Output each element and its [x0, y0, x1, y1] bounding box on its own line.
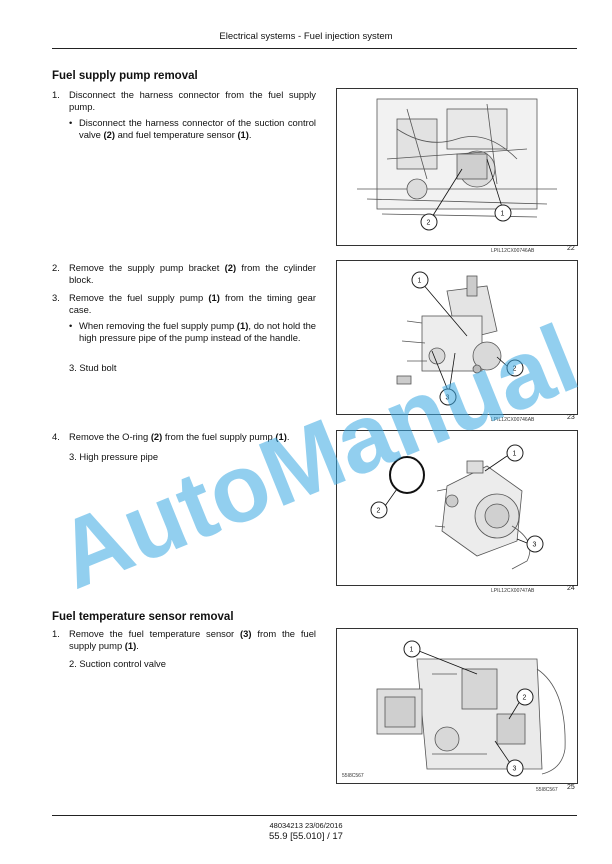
step-number: 3.	[52, 292, 60, 303]
figure-caption: LPIL12CX00746AB	[491, 248, 535, 254]
step-1: 1. Disconnect the harness connector from…	[52, 89, 316, 112]
footer-doc-id: 48034213 23/06/2016	[269, 821, 343, 830]
step-text: Remove the supply pump bracket (2) from …	[69, 262, 316, 285]
callout-label: 1	[410, 647, 414, 654]
step-text: Remove the fuel temperature sensor (3) f…	[69, 628, 316, 651]
step-1-bullet: • Disconnect the harness connector of th…	[69, 117, 316, 140]
engine-illustration: 2 1	[357, 98, 557, 231]
figure-number: 24	[567, 585, 575, 592]
step-text: Disconnect the harness connector from th…	[69, 89, 316, 112]
figure-number: 25	[567, 784, 575, 791]
callout-label: 2	[427, 220, 431, 227]
step-number: 1.	[52, 89, 60, 100]
inner-figure-caption: 55I8C567	[342, 773, 364, 779]
sensor-step-1: 1. Remove the fuel temperature sensor (3…	[52, 628, 316, 651]
figure-caption: LPIL12CX00747AB	[491, 588, 535, 594]
step-3-note: 3. Stud bolt	[69, 362, 117, 373]
figure-22-engine-harness: 2 1	[336, 88, 578, 246]
figure-25-temperature-sensor: 1 2 3 55I8C567	[336, 628, 578, 784]
callout-label: 1	[501, 211, 505, 218]
page-header-title: Electrical systems - Fuel injection syst…	[219, 31, 393, 42]
step-4: 4. Remove the O-ring (2) from the fuel s…	[52, 431, 316, 443]
bullet-mark: •	[69, 117, 73, 128]
section-title-fuel-temperature-sensor-removal: Fuel temperature sensor removal	[52, 611, 234, 623]
figure-24-o-ring: 1 2 3	[336, 430, 578, 586]
step-text: Remove the O-ring (2) from the fuel supp…	[69, 431, 290, 442]
callout-label: 3	[533, 542, 537, 549]
figure-caption: 55I8C567	[536, 787, 558, 793]
step-number: 2.	[52, 262, 60, 273]
callout-label: 2	[523, 695, 527, 702]
callout-label: 2	[377, 508, 381, 515]
figure-23-pump-bracket: 1 2 3	[336, 260, 578, 415]
bullet-text: Disconnect the harness connector of the …	[79, 117, 316, 140]
figure-caption: LPIL12CX00746AB	[491, 417, 535, 423]
step-3-bullet: • When removing the fuel supply pump (1)…	[69, 320, 316, 343]
step-4-note: 3. High pressure pipe	[69, 451, 159, 462]
footer-rule	[52, 815, 577, 816]
bullet-mark: •	[69, 320, 73, 331]
step-number: 1.	[52, 628, 60, 639]
callout-label: 3	[446, 395, 450, 402]
step-text: Remove the fuel supply pump (1) from the…	[69, 292, 316, 315]
figure-number: 22	[567, 245, 575, 252]
o-ring-pump-illustration: 1 2 3	[370, 444, 544, 570]
section-title-fuel-supply-pump-removal: Fuel supply pump removal	[52, 70, 198, 82]
callout-label: 2	[513, 366, 517, 373]
sensor-step-1-note: 2. Suction control valve	[69, 658, 166, 669]
footer-page-number: 55.9 [55.010] / 17	[269, 831, 343, 842]
watermark-text: AutoManual	[43, 304, 592, 609]
step-number: 4.	[52, 431, 60, 442]
callout-label: 1	[513, 451, 517, 458]
step-3: 3. Remove the fuel supply pump (1) from …	[52, 292, 316, 315]
callout-label: 3	[513, 766, 517, 773]
pump-bracket-illustration: 1 2 3	[396, 271, 524, 406]
header-rule	[52, 48, 577, 49]
temperature-sensor-illustration: 1 2 3 55I8C567	[342, 640, 566, 779]
step-2: 2. Remove the supply pump bracket (2) fr…	[52, 262, 316, 285]
figure-number: 23	[567, 414, 575, 421]
callout-label: 1	[418, 278, 422, 285]
bullet-text: When removing the fuel supply pump (1), …	[79, 320, 316, 343]
